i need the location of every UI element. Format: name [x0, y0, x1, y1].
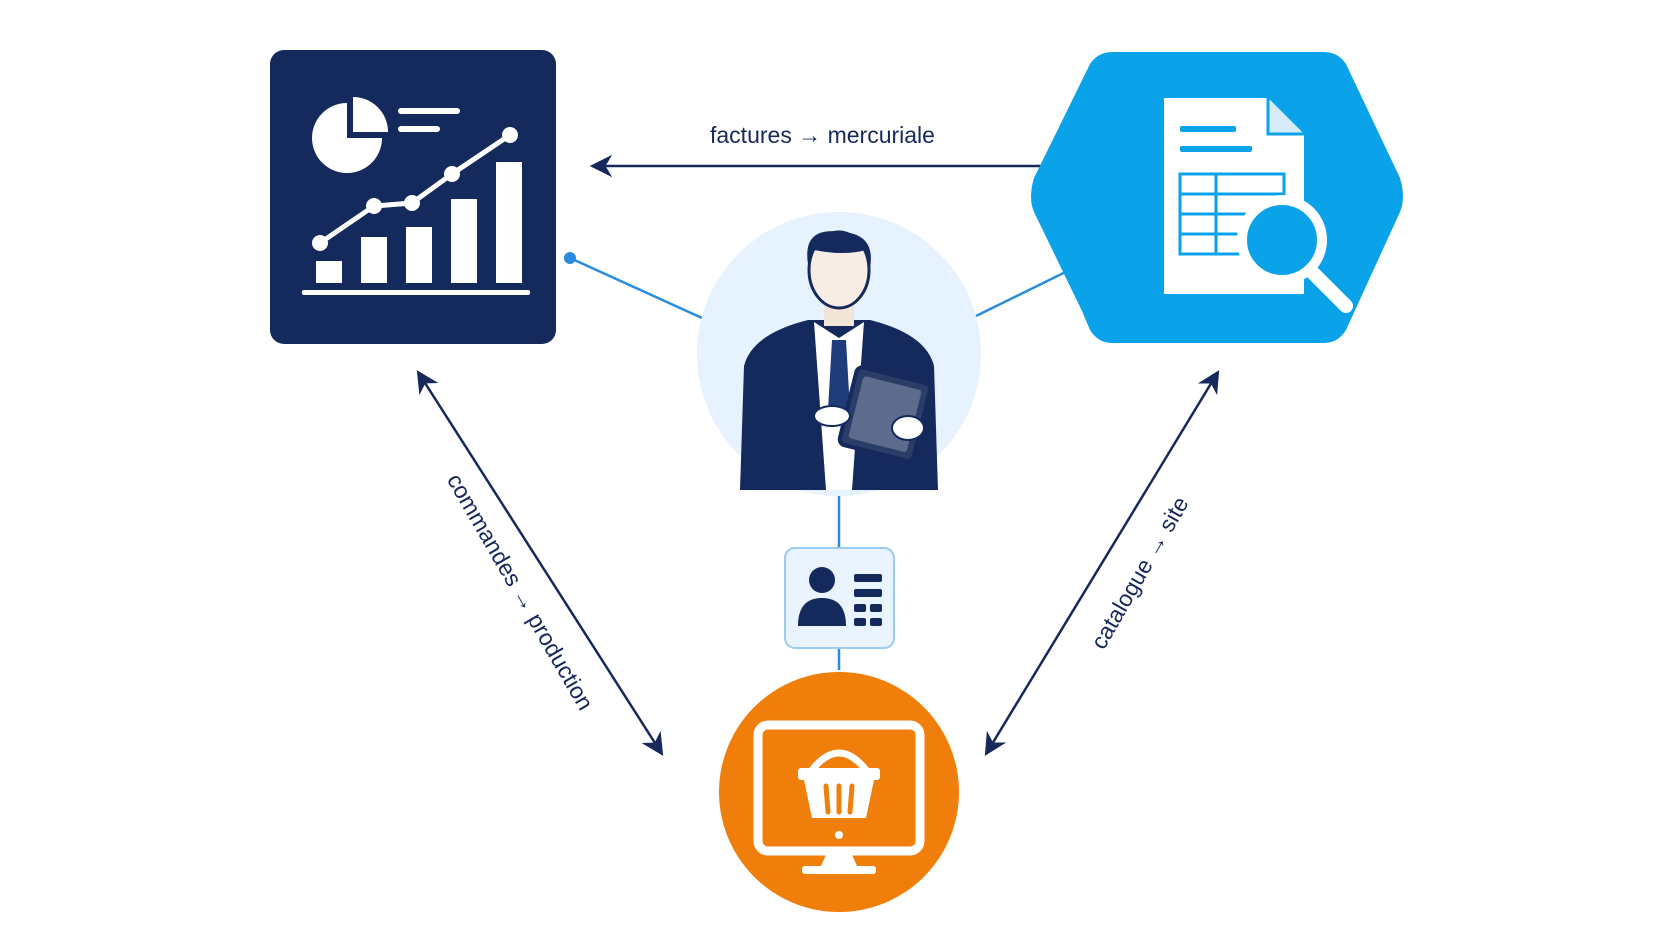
- connector-dot-left: [564, 252, 576, 264]
- shop-node: [719, 672, 959, 912]
- flow-arrows: [416, 154, 1220, 756]
- arrow-invoices-shop: [984, 370, 1220, 756]
- invoices-node: [1031, 52, 1403, 343]
- edge-label-analytics-invoices: factures → mercuriale: [710, 122, 935, 148]
- contact-card-icon: [798, 567, 882, 626]
- contact-node: [784, 547, 895, 649]
- ecommerce-basket-icon: [753, 720, 925, 874]
- connector-user-analytics: [569, 256, 703, 320]
- user-node: [697, 212, 981, 496]
- arrow-analytics-shop: [416, 370, 664, 756]
- businessman-tablet-icon: [740, 230, 938, 490]
- invoice-search-icon: [1164, 98, 1353, 313]
- analytics-chart-icon: [302, 97, 530, 295]
- analytics-node: [270, 50, 556, 344]
